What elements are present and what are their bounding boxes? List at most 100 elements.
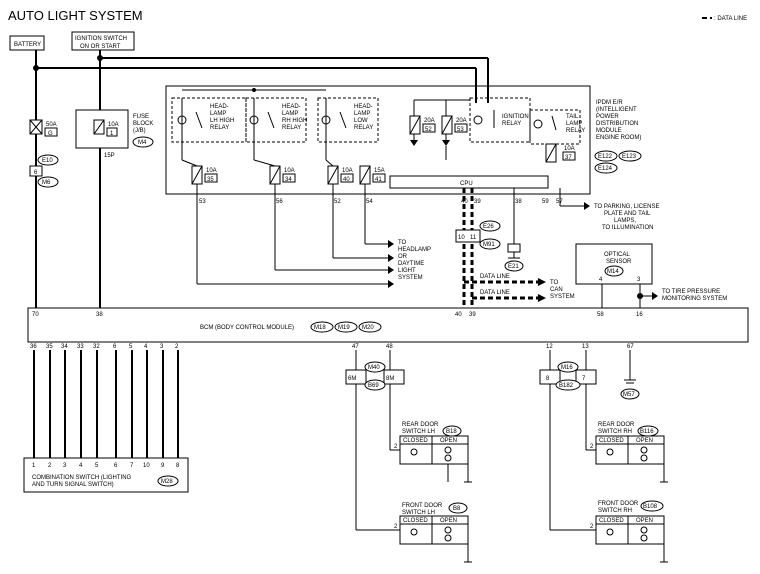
svg-text:TO: TO — [398, 240, 407, 246]
svg-text:CPU: CPU — [460, 181, 473, 187]
svg-text:8: 8 — [546, 376, 550, 382]
svg-text:2: 2 — [590, 444, 594, 450]
bcm-box — [27, 307, 749, 343]
svg-text:6M: 6M — [348, 376, 356, 382]
svg-text:50A: 50A — [46, 122, 57, 128]
ignition-label-2: ON OR START — [80, 44, 121, 50]
battery-label: BATTERY — [14, 42, 41, 48]
svg-text:5: 5 — [129, 344, 133, 350]
svg-text:10A: 10A — [108, 122, 119, 128]
svg-text:38: 38 — [515, 199, 522, 205]
svg-text:9: 9 — [161, 463, 165, 469]
svg-text:11: 11 — [470, 235, 477, 241]
svg-text:TO TIRE PRESSURE: TO TIRE PRESSURE — [662, 289, 720, 295]
svg-text:HEAD-: HEAD- — [354, 104, 373, 110]
svg-text:IGNITION: IGNITION — [502, 114, 529, 120]
rear-door-switch-lh — [399, 435, 469, 465]
svg-text:LOW: LOW — [354, 118, 368, 124]
svg-text:54: 54 — [366, 199, 373, 205]
svg-text:59: 59 — [542, 199, 549, 205]
svg-text:REAR DOOR: REAR DOOR — [598, 422, 635, 428]
svg-text:5: 5 — [95, 463, 99, 469]
svg-text:ENGINE ROOM): ENGINE ROOM) — [596, 135, 641, 141]
svg-text:REAR DOOR: REAR DOOR — [402, 422, 439, 428]
svg-text:10A: 10A — [206, 168, 217, 174]
optical-sensor — [575, 243, 653, 285]
svg-text:10: 10 — [143, 463, 150, 469]
cpu-box — [389, 175, 549, 189]
svg-text:SWITCH LH: SWITCH LH — [402, 510, 435, 516]
svg-text:LAMPS,: LAMPS, — [614, 218, 636, 224]
svg-text:RELAY: RELAY — [354, 125, 373, 131]
battery-box — [9, 35, 45, 51]
svg-text:2: 2 — [394, 444, 398, 450]
svg-text:POWER: POWER — [596, 114, 619, 120]
svg-text:(J/B): (J/B) — [133, 128, 146, 134]
svg-text:13: 13 — [582, 344, 589, 350]
svg-text:52: 52 — [334, 199, 341, 205]
svg-text:6: 6 — [113, 344, 117, 350]
svg-text:12: 12 — [546, 344, 553, 350]
svg-text:E26: E26 — [483, 224, 494, 230]
svg-text:B18: B18 — [446, 429, 457, 435]
svg-text:E10: E10 — [42, 158, 53, 164]
svg-text:53: 53 — [199, 199, 206, 205]
svg-text:52: 52 — [425, 127, 432, 133]
svg-text:DAYTIME: DAYTIME — [398, 261, 424, 267]
svg-text:1: 1 — [110, 131, 114, 137]
svg-text:SWITCH LH: SWITCH LH — [402, 429, 435, 435]
svg-text:6: 6 — [34, 170, 38, 176]
svg-text:TO: TO — [550, 280, 559, 286]
svg-text:3: 3 — [637, 277, 641, 283]
svg-text:47: 47 — [352, 344, 359, 350]
svg-text:2: 2 — [48, 463, 52, 469]
svg-text:8: 8 — [176, 463, 180, 469]
svg-text:TO ILLUMINATION: TO ILLUMINATION — [602, 225, 653, 231]
svg-text:PLATE AND TAIL: PLATE AND TAIL — [604, 211, 651, 217]
svg-text:COMBINATION SWITCH (LIGHTING: COMBINATION SWITCH (LIGHTING — [32, 475, 132, 481]
svg-text:HEAD-: HEAD- — [210, 104, 229, 110]
svg-text:CLOSED: CLOSED — [403, 518, 428, 524]
svg-text:33: 33 — [77, 344, 84, 350]
svg-text:M19: M19 — [338, 325, 350, 331]
svg-text:10A: 10A — [564, 146, 575, 152]
svg-text:34: 34 — [61, 344, 68, 350]
svg-text:LAMP: LAMP — [282, 111, 298, 117]
svg-text:LAMP: LAMP — [566, 121, 582, 127]
svg-text:39: 39 — [469, 312, 476, 318]
svg-text:4: 4 — [79, 463, 83, 469]
svg-text:15A: 15A — [374, 168, 385, 174]
svg-text:M14: M14 — [607, 269, 619, 275]
svg-text:M4: M4 — [138, 140, 147, 146]
svg-text:RELAY: RELAY — [282, 125, 301, 131]
svg-text:TAIL: TAIL — [566, 114, 579, 120]
svg-text:58: 58 — [597, 312, 604, 318]
svg-text:LAMP: LAMP — [354, 111, 370, 117]
svg-text:HEAD-: HEAD- — [282, 104, 301, 110]
svg-text:BLOCK: BLOCK — [133, 121, 153, 127]
svg-text:32: 32 — [93, 344, 100, 350]
svg-text:DISTRIBUTION: DISTRIBUTION — [596, 121, 638, 127]
ipdm-box — [165, 85, 591, 195]
svg-text:B69: B69 — [368, 383, 379, 389]
svg-text:OPEN: OPEN — [636, 518, 653, 524]
svg-text:RELAY: RELAY — [566, 128, 585, 134]
svg-text:40: 40 — [455, 312, 462, 318]
svg-text:IPDM E/R: IPDM E/R — [596, 100, 623, 106]
svg-text:SWITCH RH: SWITCH RH — [598, 429, 632, 435]
svg-text:4: 4 — [144, 344, 148, 350]
ignition-box — [71, 31, 135, 51]
svg-text:M57: M57 — [623, 392, 635, 398]
svg-text:E124: E124 — [598, 166, 613, 172]
svg-text:M28: M28 — [161, 479, 173, 485]
svg-text:MODULE: MODULE — [596, 128, 622, 134]
svg-text:RH HIGH: RH HIGH — [282, 118, 307, 124]
svg-text:10: 10 — [458, 235, 465, 241]
svg-text:CLOSED: CLOSED — [599, 518, 624, 524]
svg-text:SYSTEM: SYSTEM — [550, 294, 575, 300]
svg-text:20A: 20A — [456, 118, 467, 124]
svg-text:E21: E21 — [508, 264, 519, 270]
svg-text:2: 2 — [175, 344, 179, 350]
svg-text:FUSE: FUSE — [133, 114, 149, 120]
